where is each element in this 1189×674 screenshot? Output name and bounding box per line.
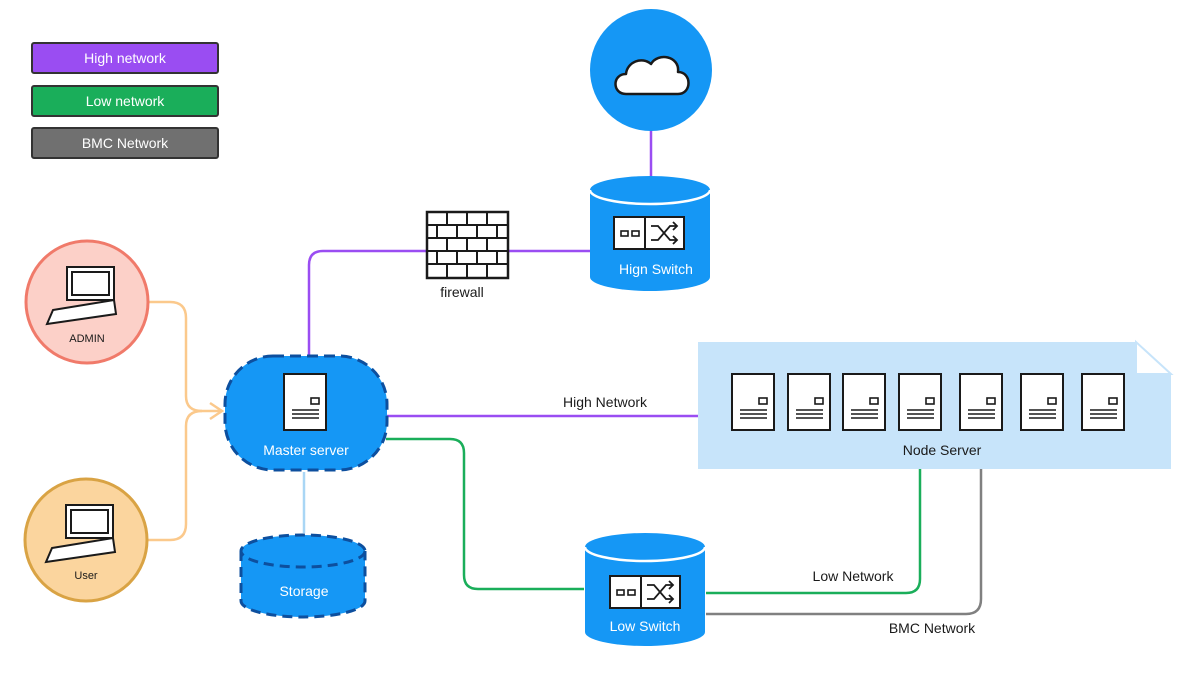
storage-node: Storage	[239, 533, 367, 619]
cloud-icon	[614, 55, 690, 96]
master-server: Master server	[223, 354, 389, 472]
switch-port-icon	[616, 589, 636, 596]
low-link-master	[386, 437, 584, 591]
high-network-label: High Network	[563, 394, 648, 410]
legend-label: High network	[84, 50, 166, 66]
legend-low-network: Low network	[31, 85, 219, 117]
admin-label: ADMIN	[69, 333, 105, 345]
server-icon	[731, 373, 775, 431]
master-label: Master server	[263, 442, 349, 458]
switch-port-icon	[620, 230, 640, 237]
low-network-label: Low Network	[813, 568, 895, 584]
legend-label: BMC Network	[81, 135, 169, 151]
legend-label: Low network	[85, 93, 165, 109]
node-server-list	[731, 373, 1125, 431]
bmc-link-node	[706, 469, 983, 616]
bmc-network-label: BMC Network	[889, 620, 976, 636]
firewall-label: firewall	[440, 284, 484, 300]
server-icon	[1081, 373, 1125, 431]
high-switch: Hign Switch	[588, 176, 712, 291]
legend-high-network: High network	[31, 42, 219, 74]
server-icon	[1020, 373, 1064, 431]
node-server-label: Node Server	[903, 442, 982, 458]
high-switch-label: Hign Switch	[619, 261, 693, 277]
laptop-icon	[45, 266, 118, 326]
low-link-node	[706, 469, 922, 595]
firewall-icon: firewall	[425, 210, 510, 300]
server-icon	[959, 373, 1003, 431]
server-icon	[842, 373, 886, 431]
legend-bmc-network: BMC Network	[31, 127, 219, 159]
cloud-node	[590, 9, 712, 131]
admin-link	[148, 300, 222, 413]
laptop-icon	[44, 504, 117, 564]
admin-node: ADMIN	[24, 239, 150, 365]
server-icon	[898, 373, 942, 431]
user-node: User	[23, 477, 149, 603]
storage-label: Storage	[279, 583, 328, 599]
server-icon	[283, 373, 327, 431]
arrow-head	[209, 401, 225, 421]
low-switch-label: Low Switch	[610, 618, 681, 634]
shuffle-icon	[651, 221, 679, 245]
high-link-firewall	[307, 249, 590, 355]
user-link	[148, 409, 203, 542]
shuffle-icon	[647, 580, 675, 604]
user-label: User	[74, 570, 98, 582]
server-icon	[787, 373, 831, 431]
low-switch: Low Switch	[583, 533, 707, 646]
